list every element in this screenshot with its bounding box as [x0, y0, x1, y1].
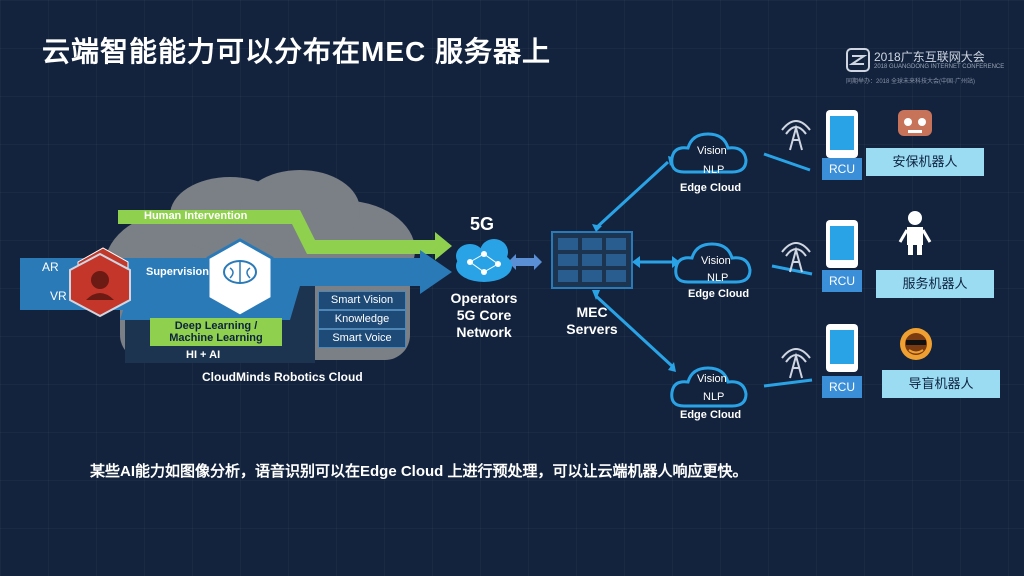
edge2-vision-label: Vision: [701, 255, 731, 267]
skill-smart-vision: Smart Vision: [318, 291, 406, 310]
core-mec-arrow: [508, 254, 542, 270]
mec-edge-arrows: [594, 152, 813, 388]
edge3-rcu-label: RCU: [822, 376, 862, 398]
conference-logo: 2018广东互联网大会 2018 GUANGDONG INTERNET CONF…: [846, 46, 1004, 88]
edge3-edge-cloud-label: Edge Cloud: [680, 409, 742, 421]
brain-icon: [223, 260, 257, 284]
human-intervention-arrow: [118, 210, 452, 260]
edge2-rcu-label: RCU: [822, 270, 862, 292]
operator-headset-icon: [86, 271, 114, 300]
ar-label: AR: [42, 260, 59, 274]
edge1-rcu-label: RCU: [822, 158, 862, 180]
skill-smart-voice: Smart Voice: [318, 329, 406, 348]
logo-sub-text: 2018 GUANGDONG INTERNET CONFERENCE: [874, 64, 1005, 70]
slide-title: 云端智能能力可以分布在MEC 服务器上: [42, 36, 552, 67]
conference-logo-icon: [846, 48, 870, 72]
edge3-nlp-label: NLP: [703, 391, 725, 403]
logo-sub2-text: 同期举办：2018 全球未来科技大会(中国·广州站): [846, 79, 976, 85]
robot-security-label: 安保机器人: [866, 148, 984, 176]
mec-servers-label: MEC Servers: [566, 304, 618, 337]
edge1-nlp-label: NLP: [703, 164, 725, 176]
robot-service-label: 服务机器人: [876, 270, 994, 298]
edge-cloud-shapes: [670, 132, 752, 408]
supervision-label: Supervision: [146, 266, 209, 278]
skill-knowledge: Knowledge: [318, 310, 406, 329]
deep-learning-label: Deep Learning / Machine Learning: [169, 320, 263, 344]
edge2-edge-cloud-label: Edge Cloud: [688, 288, 750, 300]
edge3-vision-label: Vision: [697, 373, 727, 385]
logo-main-text: 2018广东互联网大会: [874, 50, 985, 64]
hi-ai-label: HI + AI: [186, 349, 221, 361]
cloud-name-label: CloudMinds Robotics Cloud: [202, 370, 363, 384]
network-cloud-icon: [456, 239, 512, 282]
5g-label: 5G: [470, 214, 495, 234]
slide-footer-note: 某些AI能力如图像分析，语音识别可以在Edge Cloud 上进行预处理，可以让…: [90, 463, 748, 480]
edge1-vision-label: Vision: [697, 145, 727, 157]
edge2-nlp-label: NLP: [707, 272, 729, 284]
service-robot-icon: [898, 211, 932, 255]
guide-robot-icon: [900, 328, 932, 360]
vr-label: VR: [50, 289, 67, 303]
operators-core-label: Operators 5G Core Network: [450, 290, 518, 340]
human-intervention-label: Human Intervention: [144, 210, 248, 222]
edge1-edge-cloud-label: Edge Cloud: [680, 182, 742, 194]
mec-server-icon: [551, 231, 633, 289]
robot-guide-label: 导盲机器人: [882, 370, 1000, 398]
security-robot-icon: [898, 110, 932, 136]
phone-icons: [826, 110, 858, 372]
deep-learning-box: [150, 318, 282, 346]
antenna-icons: [781, 120, 811, 379]
